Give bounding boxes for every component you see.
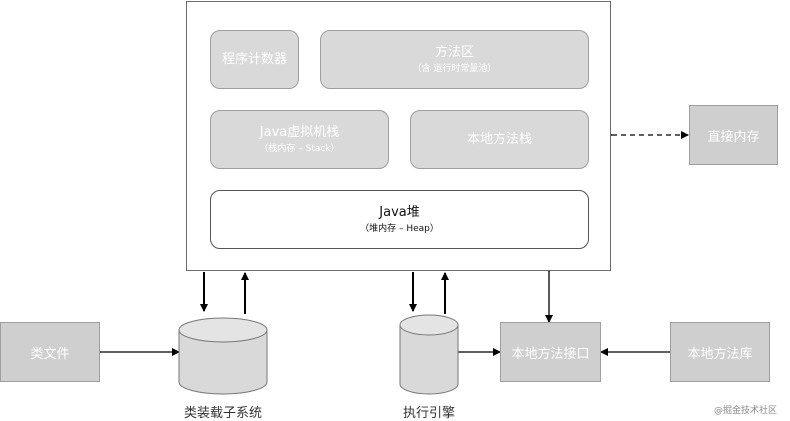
method-area-box: 方法区 （含 运行时常量池） [320,30,589,89]
native-interface-label: 本地方法接口 [511,346,590,362]
native-method-stack-label: 本地方法栈 [466,131,532,147]
native-library-label: 本地方法库 [687,346,753,362]
class-loader-caption: 类装载子系统 [183,406,262,421]
heap-subtitle: （堆内存 – Heap） [360,223,439,234]
java-vm-stack-subtitle: （栈内存 – Stack） [259,143,340,154]
watermark: @掘金技术社区 [714,406,778,416]
heap-box: Java堆 （堆内存 – Heap） [210,190,589,249]
method-area-subtitle: （含 运行时常量池） [412,63,497,74]
direct-memory-label: 直接内存 [707,129,760,145]
native-method-stack-box: 本地方法栈 [410,110,589,169]
native-interface-box: 本地方法接口 [500,322,601,382]
execution-engine-cylinder [399,314,459,395]
class-loader-cylinder [178,317,268,395]
class-file-label: 类文件 [30,346,70,362]
heap-title: Java堆 [379,204,420,220]
direct-memory-box: 直接内存 [689,105,778,165]
program-counter-box: 程序计数器 [210,30,299,89]
java-vm-stack-box: Java虚拟机栈 （栈内存 – Stack） [210,110,389,169]
java-vm-stack-title: Java虚拟机栈 [259,124,340,140]
class-file-box: 类文件 [0,322,100,382]
execution-engine-caption: 执行引擎 [402,406,455,421]
program-counter-label: 程序计数器 [221,51,287,67]
method-area-title: 方法区 [434,44,474,60]
native-library-box: 本地方法库 [670,322,770,382]
